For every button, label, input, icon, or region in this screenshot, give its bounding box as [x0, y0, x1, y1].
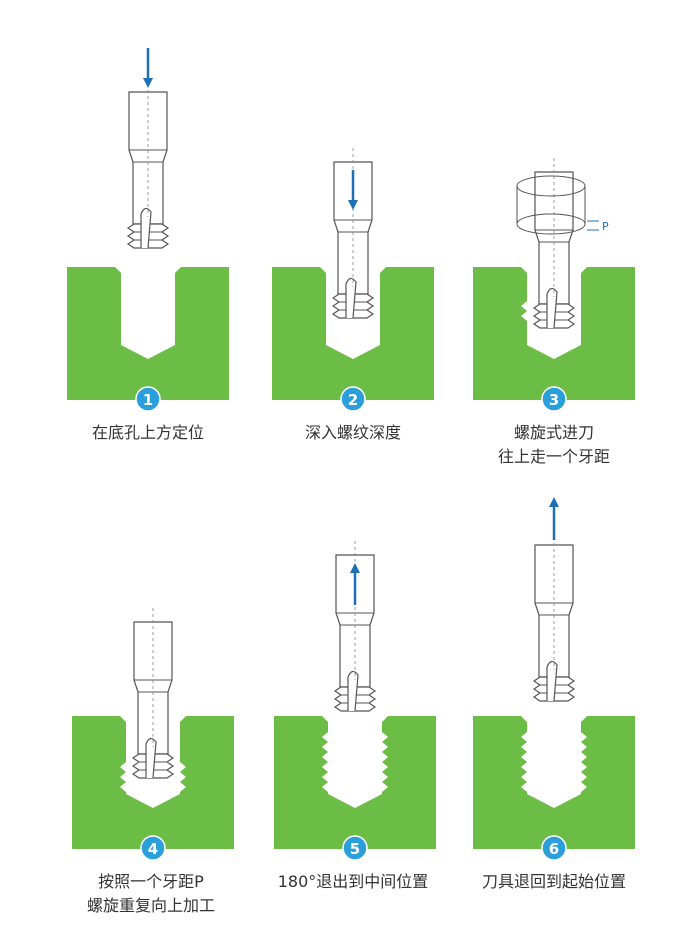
step-5-label: 180°退出到中间位置 [253, 870, 453, 894]
feed-arrow-down-head [348, 200, 358, 210]
tool-2-flute [345, 277, 357, 319]
step-5-line-1: 180°退出到中间位置 [277, 872, 429, 891]
step-number-2: 2 [348, 391, 358, 409]
step-3-line-2: 往上走一个牙距 [497, 447, 610, 466]
workpiece-block-5 [274, 716, 436, 849]
retract-arrow-up-head [350, 563, 360, 573]
workpiece-block-1 [67, 267, 229, 400]
step-badge-4 [140, 835, 166, 861]
step-badge-3 [541, 386, 567, 412]
step-4-line-2: 螺旋重复向上加工 [86, 896, 215, 915]
step-badge-1 [135, 386, 161, 412]
step-3-label: 螺旋式进刀往上走一个牙距 [454, 421, 654, 469]
tool-6-flute [546, 660, 558, 702]
step-3-line-1: 螺旋式进刀 [513, 423, 594, 442]
workpiece-block-4 [72, 716, 234, 849]
step-number-6: 6 [549, 840, 559, 858]
tool-5-flute [347, 670, 359, 712]
retract-arrow-up-head [549, 497, 559, 507]
step-number-1: 1 [143, 391, 153, 409]
step-6-label: 刀具退回到起始位置 [454, 870, 654, 894]
tool-1-flute [140, 207, 152, 249]
step-2-label: 深入螺纹深度 [253, 421, 453, 445]
workpiece-block-6 [473, 716, 635, 849]
step-badge-6 [541, 835, 567, 861]
step-number-5: 5 [350, 840, 360, 858]
step-number-4: 4 [148, 840, 158, 858]
step-1-line-1: 在底孔上方定位 [91, 423, 204, 442]
step-4-line-1: 按照一个牙距P [98, 872, 204, 891]
workpiece-block-2 [272, 267, 434, 400]
step-badge-2 [340, 386, 366, 412]
step-1-label: 在底孔上方定位 [48, 421, 248, 445]
workpiece-block-3 [473, 267, 635, 400]
pitch-label: P [602, 220, 609, 233]
step-badge-5 [342, 835, 368, 861]
step-2-line-1: 深入螺纹深度 [304, 423, 401, 442]
step-6-line-1: 刀具退回到起始位置 [481, 872, 626, 891]
tool-4-flute [145, 737, 157, 779]
step-number-3: 3 [549, 391, 559, 409]
feed-arrow-down-head [143, 78, 153, 88]
tool-3-flute [546, 287, 558, 329]
step-4-label: 按照一个牙距P 螺旋重复向上加工 [51, 870, 251, 918]
